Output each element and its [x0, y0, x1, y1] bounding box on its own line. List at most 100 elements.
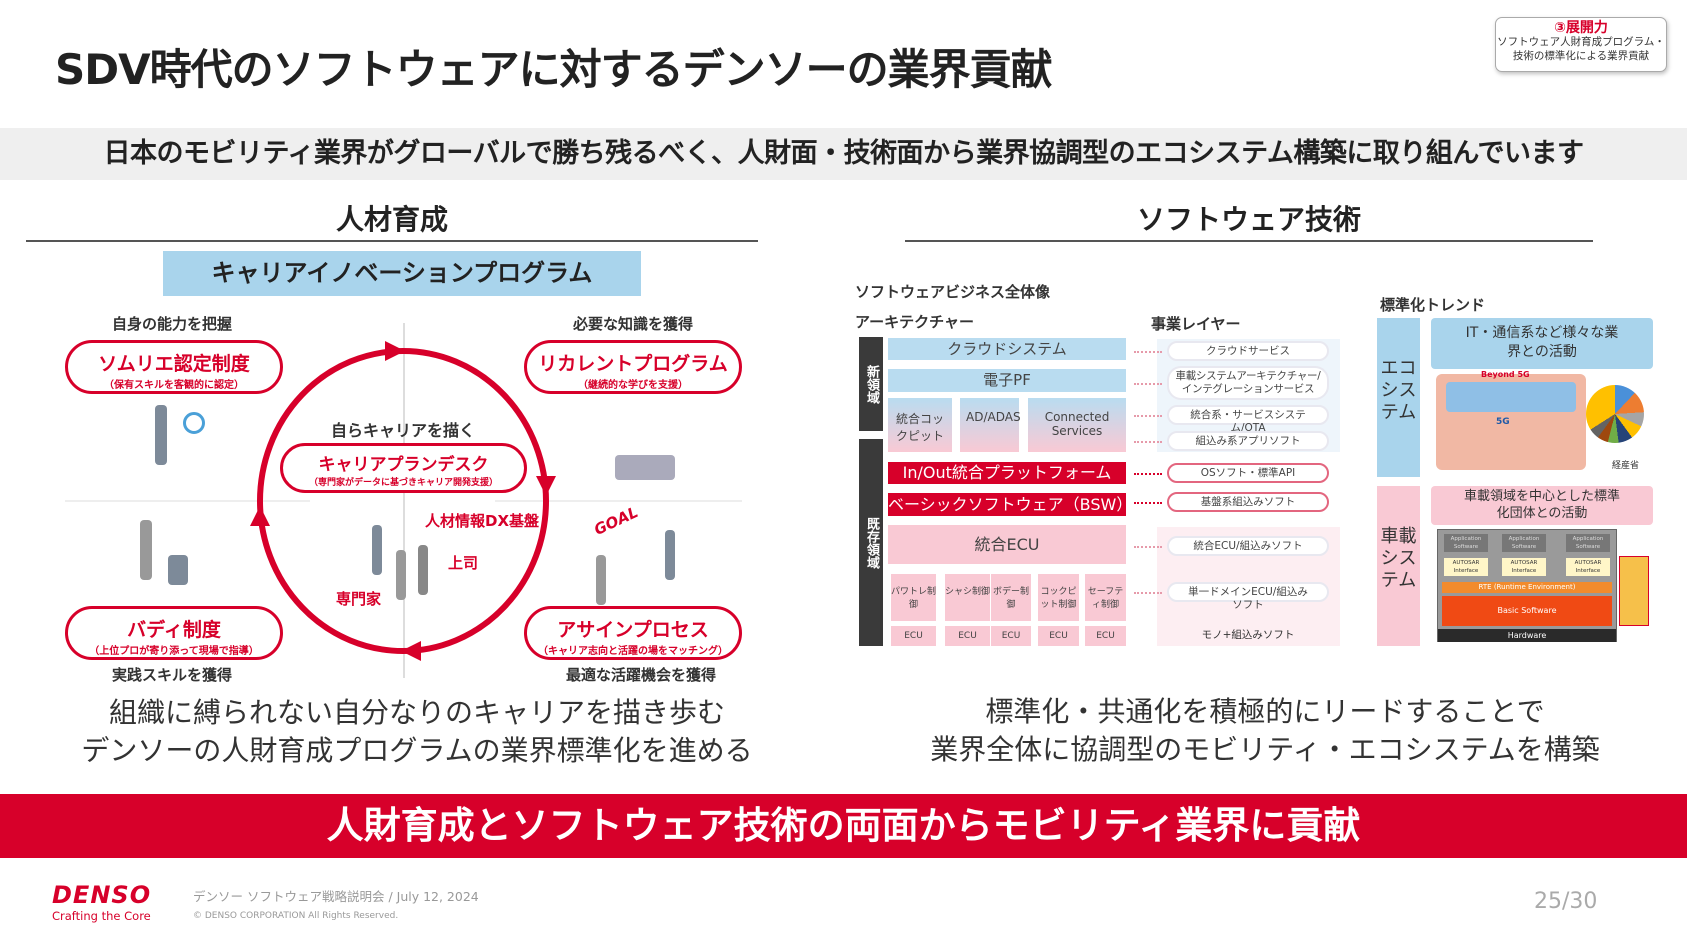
badge-number: ③展開力 [1554, 20, 1608, 36]
arrow-icon [385, 341, 405, 361]
person-illustration [665, 530, 675, 580]
label: 最適な活躍機会を獲得 [565, 666, 716, 684]
meti-label: 経産省 [1612, 461, 1640, 471]
page-number: 25/30 [1534, 889, 1598, 914]
conclusion-band: 人財育成とソフトウェア技術の両面からモビリティ業界に貢献 [0, 794, 1687, 858]
pill-title: キャリアプランデスク [318, 455, 489, 475]
person-illustration [140, 520, 152, 580]
connector-line [1134, 592, 1162, 594]
dx-label: 人材情報DX基盤 [425, 512, 540, 530]
expert-label: 専門家 [336, 590, 382, 608]
person-illustration [155, 405, 167, 465]
layer-title: 事業レイヤー [1151, 315, 1241, 333]
page-title: SDV時代のソフトウェアに対するデンソーの業界貢献 [55, 45, 1053, 94]
divider [905, 240, 1593, 242]
person-illustration [596, 555, 606, 605]
label: 必要な知識を獲得 [572, 315, 693, 333]
control-block: シャシ制御 [945, 574, 990, 621]
pill-sub: （キャリア志向と活躍の場をマッチング） [538, 646, 728, 657]
beyond5g-figure: Beyond 5G 5G [1436, 370, 1586, 470]
badge-line: 技術の標準化による業界貢献 [1512, 50, 1650, 62]
layer-label: モノ+組込みソフト [1201, 629, 1295, 641]
divider [26, 240, 758, 242]
denso-logo: DENSO [52, 881, 152, 909]
buddy-pill: バディ制度 （上位プロが寄り添って現場で指導） [65, 606, 283, 660]
pill-sub: （専門家がデータに基づきキャリア開発支援） [308, 478, 498, 488]
autosar-interface-block: AUTOSAR Interface [1566, 558, 1610, 576]
arrow-icon [401, 641, 421, 661]
pill-title: ソムリエ認定制度 [98, 353, 250, 375]
existing-domain-bar: 既存領域 [859, 439, 883, 646]
connector-line [1134, 441, 1162, 443]
cloud-block: クラウドシステム [888, 338, 1126, 360]
assign-pill: アサインプロセス （キャリア志向と活躍の場をマッチング） [524, 606, 742, 660]
layer-pill: 統合ECU/組込みソフト [1167, 536, 1329, 556]
left-caption: 組織に縛られない自分なりのキャリアを描き歩む デンソーの人財育成プログラムの業界… [0, 694, 834, 770]
tagline: Crafting the Core [52, 909, 151, 923]
pill-title: リカレントプログラム [538, 353, 728, 375]
caption-line: 標準化・共通化を積極的にリードすることで [985, 695, 1545, 728]
layer-pill: クラウドサービス [1167, 341, 1329, 361]
ecu-small-block: ECU [1085, 626, 1126, 646]
event-label: デンソー ソフトウェア戦略説明会 / July 12, 2024 [193, 889, 479, 904]
pill-sub: （保有スキルを客観的に認定） [104, 380, 244, 391]
pill-sub: （継続的な学びを支援） [578, 380, 688, 391]
caption-line: 組織に縛られない自分なりのキャリアを描き歩む [108, 696, 725, 729]
connector-line [1134, 383, 1162, 385]
pill-title: アサインプロセス [557, 619, 709, 641]
career-desk-pill: キャリアプランデスク （専門家がデータに基づきキャリア開発支援） [280, 443, 527, 493]
layer-pill: 統合系・サービスシステム/OTA [1167, 405, 1329, 434]
connector-line [1134, 415, 1162, 417]
certificate-icon [183, 412, 205, 434]
layer-pill: 車載システムアーキテクチャー/インテグレーションサービス [1167, 366, 1329, 400]
label: 自身の能力を把握 [111, 315, 232, 333]
autosar-interface-block: AUTOSAR Interface [1502, 558, 1546, 576]
std-title: 標準化トレンド [1380, 296, 1486, 314]
person-illustration [396, 550, 406, 600]
car-bar: 車載システム [1377, 486, 1420, 646]
subtitle-band: 日本のモビリティ業界がグローバルで勝ち残るべく、人財面・技術面から業界協調型のエ… [0, 128, 1687, 180]
connected-block: Connected Services [1028, 398, 1126, 452]
section-badge: ③展開力 ソフトウェア人財育成プログラム・ 技術の標準化による業界貢献 [1495, 17, 1667, 72]
badge-line: ソフトウェア人財育成プログラム・ [1497, 36, 1665, 48]
pill-sub: （上位プロが寄り添って現場で指導） [89, 646, 259, 657]
caption-line: 業界全体に協調型のモビリティ・エコシステムを構築 [930, 733, 1600, 766]
control-block: パワトレ制御 [891, 574, 936, 621]
eco-bar: エコシステム [1377, 318, 1420, 477]
control-block: コックピット制御 [1038, 574, 1079, 621]
person-illustration [418, 545, 428, 595]
program-banner: キャリアイノベーションプログラム [163, 251, 641, 296]
ecu-small-block: ECU [891, 626, 936, 646]
car-box: 車載領域を中心とした標準化団体との活動 [1431, 486, 1653, 525]
career-cycle-diagram [65, 323, 742, 678]
beyond5g-label: Beyond 5G [1481, 370, 1530, 379]
connector-line [1134, 502, 1162, 504]
right-heading: ソフトウェア技術 [1136, 203, 1361, 236]
pill-title: バディ制度 [127, 619, 221, 641]
app-software-block: Application Software [1502, 534, 1546, 552]
bsw-layer: Basic Software [1442, 596, 1612, 626]
center-label: 自らキャリアを描く [330, 421, 475, 440]
rte-layer: RTE (Runtime Environment) [1442, 582, 1612, 593]
connector-line [1134, 473, 1162, 475]
right-caption: 標準化・共通化を積極的にリードすることで 業界全体に協調型のモビリティ・エコシス… [843, 693, 1687, 769]
label: 実践スキルを獲得 [111, 666, 232, 684]
hardware-layer: Hardware [1438, 629, 1616, 642]
eco-box: IT・通信系など様々な業界との活動 [1431, 318, 1653, 369]
arch-title: アーキテクチャー [855, 313, 974, 331]
classroom-illustration [615, 455, 675, 480]
caption-line: デンソーの人財育成プログラムの業界標準化を進める [81, 734, 753, 767]
sommelier-pill: ソムリエ認定制度 （保有スキルを客観的に認定） [65, 340, 283, 394]
copyright: © DENSO CORPORATION All Rights Reserved. [193, 911, 399, 921]
app-software-block: Application Software [1566, 534, 1610, 552]
layer-pill: 基盤系組込みソフト [1167, 492, 1329, 512]
layer-pill: 単一ドメインECU/組込みソフト [1167, 582, 1329, 611]
control-block: ボデー制御 [991, 574, 1031, 621]
recurrent-pill: リカレントプログラム （継続的な学びを支援） [524, 340, 742, 394]
epf-block: 電子PF [888, 369, 1126, 392]
autosar-interface-block: AUTOSAR Interface [1444, 558, 1488, 576]
biz-title: ソフトウェアビジネス全体像 [855, 283, 1051, 301]
complex-driver-block [1619, 556, 1649, 626]
bsw-block: ベーシックソフトウェア（BSW） [888, 493, 1133, 516]
